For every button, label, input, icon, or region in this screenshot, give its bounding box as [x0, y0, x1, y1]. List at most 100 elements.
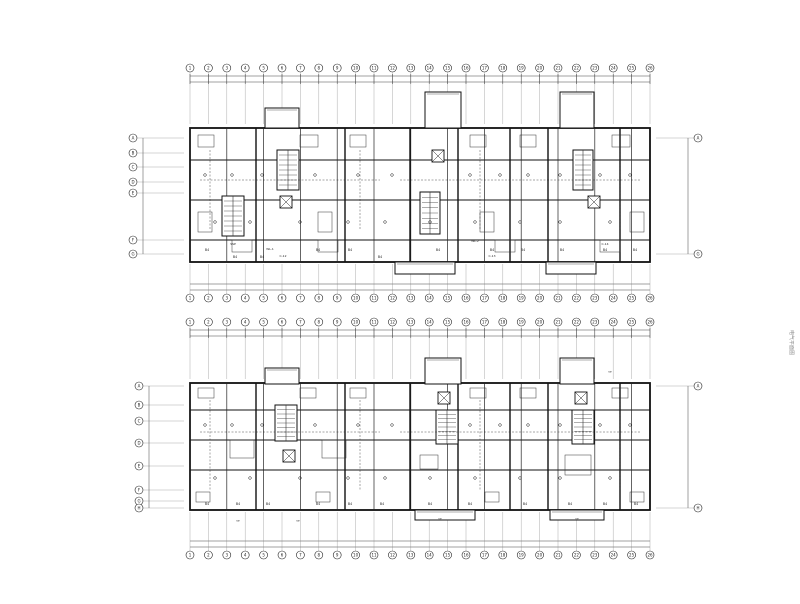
left-axis-label: A — [132, 136, 135, 141]
electrical-symbol — [260, 423, 264, 427]
electrical-symbol — [298, 476, 302, 480]
elevator-cross — [587, 195, 601, 209]
bottom-axis-label: 16 — [463, 296, 469, 301]
top-axis-label: 4 — [244, 320, 247, 325]
bottom-axis-label: 2 — [207, 553, 210, 558]
electrical-symbol — [313, 173, 317, 177]
elevator-cross — [279, 195, 293, 209]
fixture — [315, 491, 331, 503]
bottom-axis-label: 23 — [592, 296, 598, 301]
left-axis-label: D — [131, 180, 134, 185]
fixture — [484, 491, 500, 503]
electrical-symbol — [628, 173, 632, 177]
room-tag: B4 — [468, 502, 472, 506]
bottom-axis-label: 17 — [482, 553, 488, 558]
room-tag: B4 — [603, 248, 607, 252]
electrical-symbol — [598, 423, 602, 427]
fixture — [299, 387, 317, 399]
balcony-bay — [545, 261, 597, 275]
electrical-symbol — [383, 220, 387, 224]
top-axis-label: 20 — [537, 66, 543, 71]
top-axis-label: 1 — [189, 66, 192, 71]
bottom-axis-label: 11 — [371, 553, 377, 558]
plan-note: SSP — [230, 242, 236, 246]
bottom-axis-label: 20 — [537, 553, 543, 558]
electrical-symbol — [558, 220, 562, 224]
bottom-axis-label: 22 — [574, 296, 580, 301]
bottom-axis-label: 23 — [592, 553, 598, 558]
top-axis-label: 11 — [371, 66, 377, 71]
bottom-axis-label: 22 — [574, 553, 580, 558]
fixture — [195, 491, 211, 503]
electrical-symbol — [213, 220, 217, 224]
fixture — [197, 211, 213, 233]
fixture — [469, 387, 487, 399]
bottom-axis-label: 19 — [519, 553, 525, 558]
top-axis-label: 8 — [318, 66, 321, 71]
bottom-axis-label: 12 — [390, 296, 396, 301]
left-axis-label: B — [132, 151, 135, 156]
balcony-bay — [394, 261, 456, 275]
left-axis-label: G — [137, 499, 140, 504]
room-tag: B4 — [560, 248, 564, 252]
right-axis-label: H — [696, 506, 699, 511]
electrical-symbol — [628, 423, 632, 427]
electrical-symbol — [526, 423, 530, 427]
plan-note: C-14 — [602, 242, 609, 246]
electrical-symbol — [558, 173, 562, 177]
elevator-cross — [431, 149, 445, 163]
fixture — [479, 211, 495, 233]
electrical-symbol — [473, 220, 477, 224]
fixture — [349, 134, 367, 148]
left-axis-label: F — [138, 488, 141, 493]
bottom-axis-label: 19 — [519, 296, 525, 301]
top-axis-label: 11 — [371, 320, 377, 325]
top-axis-label: 13 — [408, 66, 414, 71]
top-axis-label: 12 — [390, 66, 396, 71]
electrical-symbol — [346, 476, 350, 480]
room-tag: B4 — [233, 255, 237, 259]
room-tag: B4 — [521, 248, 525, 252]
top-axis-label: 6 — [281, 66, 284, 71]
bottom-axis-label: 5 — [262, 553, 265, 558]
fixture — [197, 387, 215, 399]
left-axis-label: A — [138, 384, 141, 389]
electrical-symbol — [428, 220, 432, 224]
room-tag: B4 — [316, 248, 320, 252]
bottom-axis-label: 3 — [226, 296, 229, 301]
top-axis-label: 16 — [463, 66, 469, 71]
balcony-bay — [424, 91, 462, 129]
bottom-axis-label: 10 — [353, 553, 359, 558]
balcony-bay — [264, 367, 300, 385]
room-tag: B4 — [633, 248, 637, 252]
top-axis-label: 13 — [408, 320, 414, 325]
room-tag: B4 — [205, 502, 209, 506]
bottom-axis-label: 20 — [537, 296, 543, 301]
bottom-axis-label: 15 — [445, 553, 451, 558]
top-axis-label: 3 — [226, 320, 229, 325]
fixture — [197, 134, 215, 148]
fixture — [519, 387, 537, 399]
top-axis-label: 19 — [519, 66, 525, 71]
top-axis-label: 25 — [629, 320, 635, 325]
elevator-cross — [282, 449, 296, 463]
balcony-bay — [264, 107, 300, 129]
top-axis-label: 9 — [336, 66, 339, 71]
fixture — [629, 211, 645, 233]
top-axis-label: 26 — [647, 320, 653, 325]
elevator-cross — [437, 391, 451, 405]
left-axis-label: E — [132, 191, 135, 196]
fixture — [317, 239, 339, 253]
top-axis-label: 5 — [262, 66, 265, 71]
top-axis-label: 17 — [482, 66, 488, 71]
top-axis-label: 18 — [500, 320, 506, 325]
bottom-axis-label: 1 — [189, 296, 192, 301]
plan-note: WL-1 — [266, 247, 274, 251]
electrical-symbol — [213, 476, 217, 480]
bottom-axis-label: 21 — [555, 296, 561, 301]
right-axis-label: A — [697, 136, 700, 141]
